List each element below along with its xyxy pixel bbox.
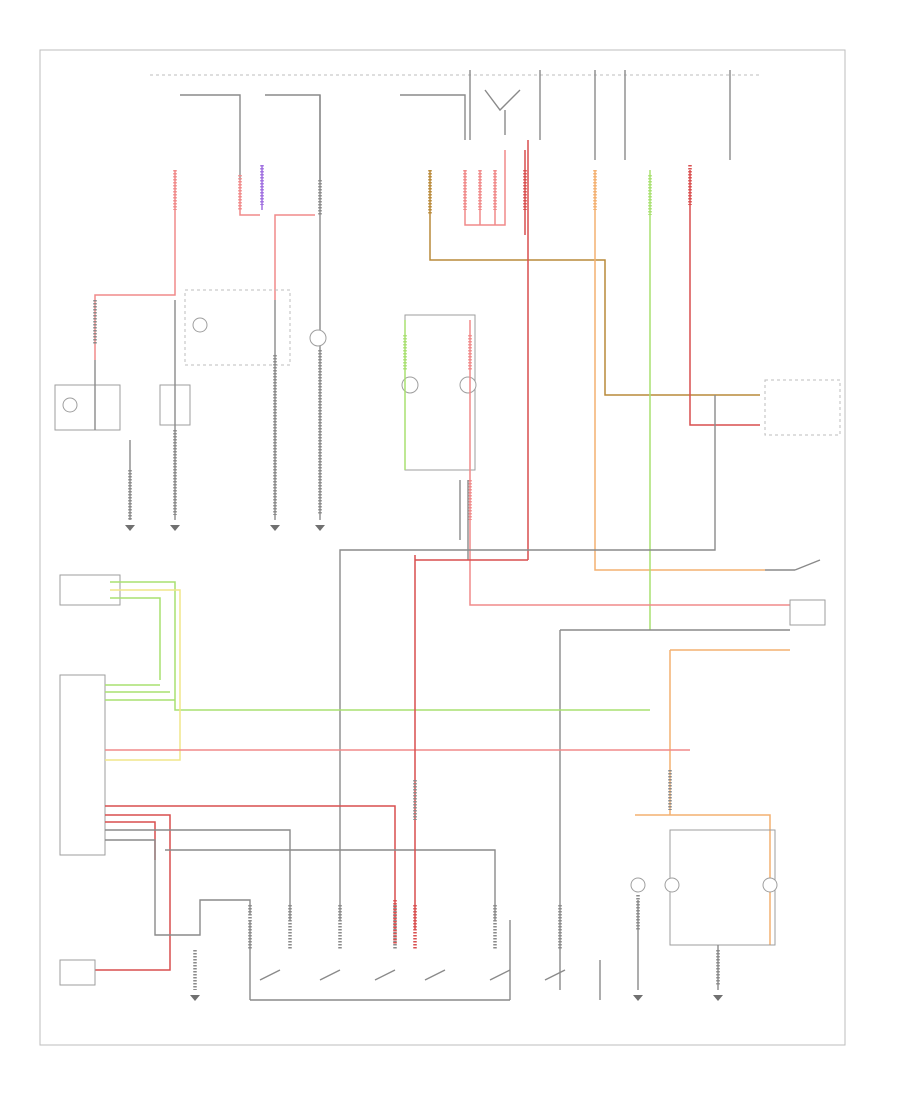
lower-module [59,959,96,986]
instrument-cluster [764,379,841,436]
module-connectors [59,574,690,986]
center-feeds [413,555,528,930]
fuse-box [150,70,760,180]
fuse-feeds [94,95,765,630]
headlight-lamps [401,314,790,606]
right-headlight [459,376,477,394]
diagram-frame [39,49,846,1046]
left-sensor [54,384,121,431]
headlight-switch [190,900,601,1001]
left-components [54,289,327,531]
right-relay [339,395,826,920]
marker-lamp [309,329,327,347]
rear-lamps [630,814,778,1001]
left-headlight [401,376,419,394]
